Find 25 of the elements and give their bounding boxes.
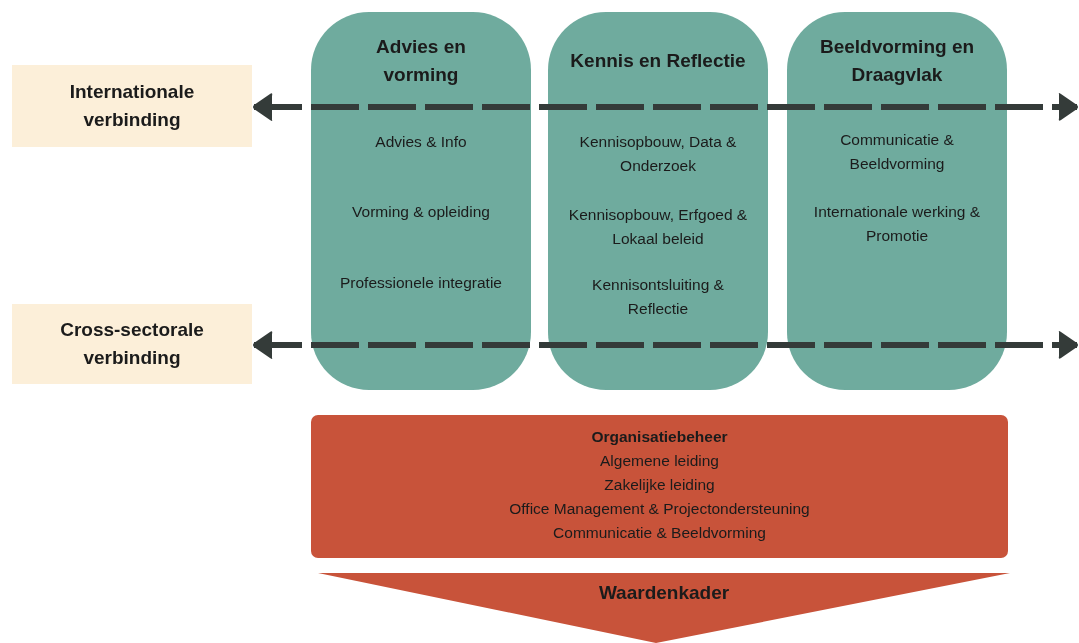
connection-label: Internationale verbinding: [68, 80, 196, 132]
pillar-item: Kennisopbouw, Data & Onderzoek: [578, 132, 738, 176]
pillar-box: [548, 12, 768, 390]
pillar-heading: Advies en vorming: [375, 35, 467, 87]
block-item: Communicatie & Beeldvorming: [553, 523, 766, 543]
pillar-item: Internationale werking & Promotie: [812, 202, 982, 246]
pillar-item: Professionele integratie: [339, 273, 503, 293]
pillar-item: Kennisontsluiting & Reflectie: [591, 275, 725, 319]
management-box: [311, 415, 1008, 558]
block-item: Office Management & Projectondersteuning: [509, 499, 810, 519]
block-heading: Organisatiebeheer: [591, 427, 728, 447]
pillar-heading: Kennis en Reflectie: [569, 49, 747, 73]
pillar-box: [311, 12, 531, 390]
connection-box: [12, 65, 252, 147]
block-item: Zakelijke leiding: [604, 475, 715, 495]
pillar-item: Advies & Info: [374, 132, 468, 152]
pillar-heading: Beeldvorming en Draagvlak: [818, 35, 976, 87]
connection-box: [12, 304, 252, 384]
foundation-label: Waardenkader: [598, 581, 730, 605]
pillar-item: Vorming & opleiding: [351, 202, 491, 222]
pillar-item: Kennisopbouw, Erfgoed & Lokaal beleid: [567, 205, 749, 249]
connection-label: Cross-sectorale verbinding: [59, 318, 205, 370]
pillar-box: [787, 12, 1007, 390]
block-item: Algemene leiding: [600, 451, 719, 471]
pillar-item: Communicatie & Beeldvorming: [839, 130, 955, 174]
